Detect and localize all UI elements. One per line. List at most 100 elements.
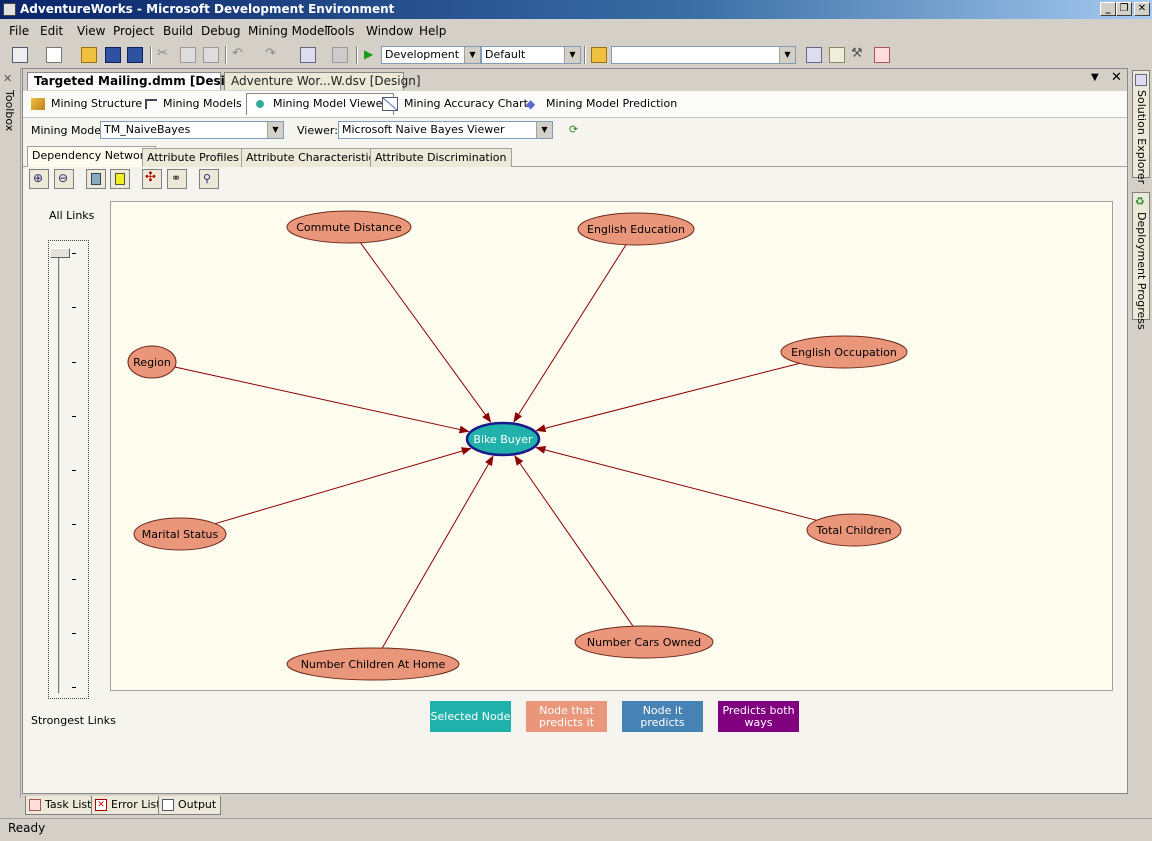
menu-debug[interactable]: Debug xyxy=(201,24,241,38)
solution-platform-dropdown[interactable]: Default ▼ xyxy=(481,46,581,64)
menu-build[interactable]: Build xyxy=(163,24,194,38)
menu-file[interactable]: File xyxy=(9,24,30,38)
open-folder-icon[interactable] xyxy=(81,47,97,63)
close-button[interactable]: ✕ xyxy=(1134,2,1150,16)
designer-tab-mining-structure[interactable]: Mining Structure xyxy=(31,94,142,114)
tab-output[interactable]: Output xyxy=(158,796,222,815)
legend-selected-label: Selected Node xyxy=(430,709,511,723)
designer-tab-mining-model-viewer[interactable]: Mining Model Viewer xyxy=(246,93,394,115)
copy-graph-button[interactable] xyxy=(86,169,106,189)
title-bar: AdventureWorks - Microsoft Development E… xyxy=(0,0,1152,19)
viewer-dropdown[interactable]: Microsoft Naive Bayes Viewer ▼ xyxy=(338,121,553,139)
mining-model-label: Mining Model: xyxy=(31,124,108,137)
slider-top-label: All Links xyxy=(49,209,95,222)
network-node-selected[interactable]: Bike Buyer xyxy=(465,421,541,457)
add-item-icon[interactable] xyxy=(46,47,62,63)
redo-icon[interactable]: ↷ xyxy=(265,46,276,61)
solution-explorer-icon[interactable] xyxy=(806,47,822,63)
navigate-forward-icon[interactable] xyxy=(332,47,348,63)
zoom-out-button[interactable]: ⊖ xyxy=(54,169,74,189)
network-node[interactable]: Number Children At Home xyxy=(286,647,460,681)
size-to-fit-button[interactable]: ✣ xyxy=(142,169,162,189)
navigate-backward-icon[interactable] xyxy=(300,47,316,63)
designer-tab-mining-models[interactable]: Mining Models xyxy=(145,94,242,114)
menu-help[interactable]: Help xyxy=(419,24,447,38)
subtab-attribute-profiles[interactable]: Attribute Profiles xyxy=(142,148,245,167)
menu-tools[interactable]: Tools xyxy=(325,24,355,38)
legend-predicted-label: Node it predicts xyxy=(640,703,685,729)
network-node[interactable]: English Occupation xyxy=(780,335,908,369)
menu-bar: File Edit View Project Build Debug Minin… xyxy=(0,20,1152,41)
subtab-dependency-network[interactable]: Dependency Network xyxy=(27,146,156,167)
find-in-files-icon[interactable] xyxy=(591,47,607,63)
minimize-button[interactable]: _ xyxy=(1100,2,1116,16)
menu-view[interactable]: View xyxy=(77,24,106,38)
new-project-icon[interactable] xyxy=(12,47,28,63)
refresh-icon: ♻ xyxy=(1135,195,1145,208)
node-label: English Education xyxy=(587,223,685,236)
legend-predictor-node: Node that predicts it xyxy=(526,701,607,732)
copy-graph-view-button[interactable] xyxy=(110,169,130,189)
menu-mining-model[interactable]: Mining Model xyxy=(248,24,328,38)
network-node[interactable]: Marital Status xyxy=(133,517,227,551)
refresh-viewer-icon[interactable]: ⟳ xyxy=(569,123,579,136)
subtab-attribute-discrimination[interactable]: Attribute Discrimination xyxy=(370,148,512,167)
find-node-button[interactable]: ⚲ xyxy=(199,169,219,189)
designer-tab-mining-accuracy-chart[interactable]: Mining Accuracy Chart xyxy=(382,94,528,114)
deployment-progress-tab[interactable]: ♻ Deployment Progress xyxy=(1132,192,1150,330)
undo-icon[interactable]: ↶ xyxy=(232,46,243,61)
task-icon[interactable] xyxy=(874,47,890,63)
doc-tab-adventure-works-dsv[interactable]: Adventure Wor...W.dsv [Design] xyxy=(224,72,421,90)
designer-tab-mining-model-prediction[interactable]: ◆Mining Model Prediction xyxy=(526,94,677,114)
slider-tick xyxy=(72,470,76,471)
copy-icon[interactable] xyxy=(180,47,196,63)
legend-predicted-node: Node it predicts xyxy=(622,701,703,732)
legend-both-label: Predicts both ways xyxy=(722,703,795,729)
cut-icon[interactable]: ✂ xyxy=(157,46,168,61)
save-icon[interactable] xyxy=(105,47,121,63)
start-icon[interactable]: ▶ xyxy=(364,47,374,61)
toolbox-tab[interactable]: Toolbox xyxy=(3,90,16,132)
tools-icon[interactable]: ⚒ xyxy=(851,46,863,61)
paste-icon[interactable] xyxy=(203,47,219,63)
task-list-icon xyxy=(29,799,41,811)
save-all-icon[interactable] xyxy=(127,47,143,63)
chevron-down-icon: ▼ xyxy=(564,47,580,63)
output-icon xyxy=(162,799,174,811)
properties-icon[interactable] xyxy=(829,47,845,63)
solution-explorer-tab[interactable]: Solution Explorer xyxy=(1132,70,1150,184)
node-label: Region xyxy=(133,356,171,369)
network-node[interactable]: Total Children xyxy=(806,513,902,547)
network-node[interactable]: Region xyxy=(127,345,177,379)
zoom-in-icon: ⊕ xyxy=(33,171,44,185)
tab-error-list[interactable]: ✕Error List xyxy=(91,796,166,815)
window-position-icon[interactable]: ▼ xyxy=(1091,72,1099,83)
slider-tick xyxy=(72,253,76,254)
slider-thumb[interactable] xyxy=(50,248,70,258)
restore-button[interactable]: ❐ xyxy=(1116,2,1132,16)
close-document-icon[interactable]: ✕ xyxy=(1111,70,1122,85)
menu-project[interactable]: Project xyxy=(113,24,155,38)
subtab-attribute-characteristics[interactable]: Attribute Characteristics xyxy=(241,148,386,167)
status-text: Ready xyxy=(8,821,46,835)
mining-model-value: TM_NaiveBayes xyxy=(104,123,191,136)
node-label: Number Cars Owned xyxy=(587,636,701,649)
network-node[interactable]: Commute Distance xyxy=(286,210,412,244)
zoom-in-button[interactable]: ⊕ xyxy=(29,169,49,189)
center-graph-button[interactable]: ⚭ xyxy=(167,169,187,189)
slider-track xyxy=(58,249,61,694)
network-node[interactable]: English Education xyxy=(577,212,695,246)
binoculars-icon: ⚲ xyxy=(203,172,212,185)
mining-model-dropdown[interactable]: TM_NaiveBayes ▼ xyxy=(100,121,284,139)
find-combo[interactable]: ▼ xyxy=(611,46,796,64)
menu-edit[interactable]: Edit xyxy=(40,24,64,38)
network-node[interactable]: Number Cars Owned xyxy=(574,625,714,659)
doc-tab-targeted-mailing[interactable]: Targeted Mailing.dmm [Design] xyxy=(27,72,247,90)
link-strength-slider[interactable] xyxy=(48,240,89,699)
solution-configuration-dropdown[interactable]: Development ▼ xyxy=(381,46,481,64)
error-icon: ✕ xyxy=(95,799,107,811)
menu-window[interactable]: Window xyxy=(366,24,414,38)
tab-task-list[interactable]: Task List xyxy=(25,796,97,815)
